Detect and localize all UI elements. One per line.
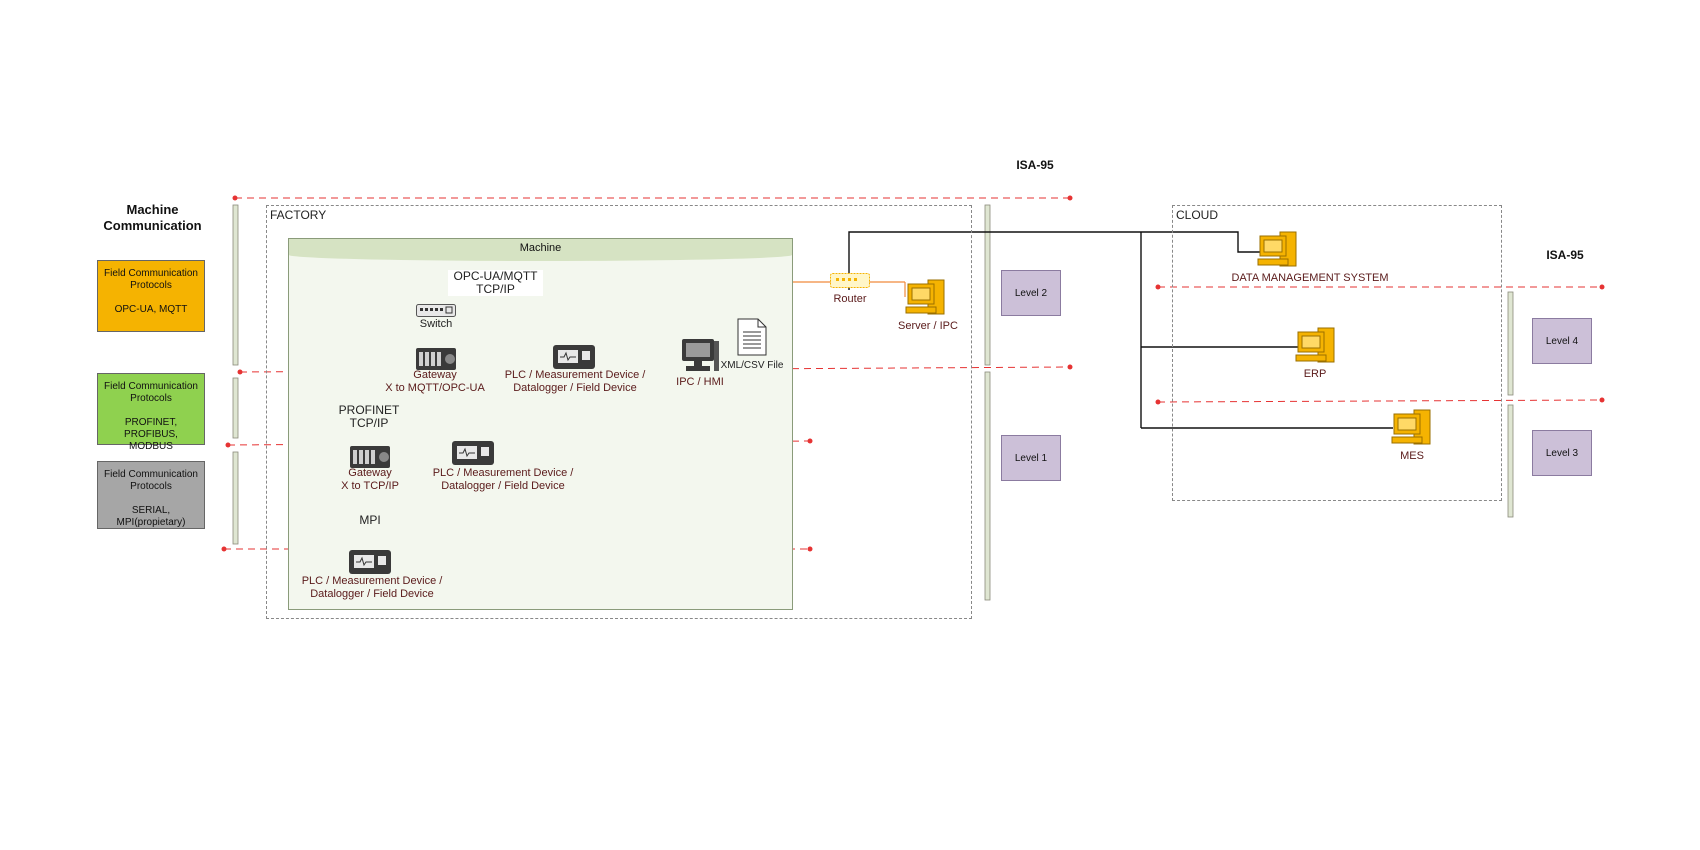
protocol-box-serial: Field Communication Protocols SERIAL, MP… bbox=[97, 461, 205, 529]
plc-device-icon[interactable] bbox=[553, 345, 595, 369]
plc-label-mid: PLC / Measurement Device / Datalogger / … bbox=[432, 467, 574, 492]
factory-boundary bbox=[266, 205, 972, 619]
plc-label-bottom: PLC / Measurement Device / Datalogger / … bbox=[301, 575, 443, 600]
mes-label: MES bbox=[1400, 450, 1424, 462]
level-2-box: Level 2 bbox=[1001, 270, 1061, 316]
machine-container: Machine bbox=[288, 238, 793, 610]
isa95-title-left: ISA-95 bbox=[1016, 158, 1054, 172]
profinet-label: PROFINET TCP/IP bbox=[338, 403, 400, 430]
plc-device-icon-mid[interactable] bbox=[452, 441, 494, 465]
opc-mqtt-label: OPC-UA/MQTT TCP/IP bbox=[448, 270, 543, 296]
switch-label: Switch bbox=[419, 318, 453, 330]
protocol-box-profinet: Field Communication Protocols PROFINET, … bbox=[97, 373, 205, 452]
isa95-title-right: ISA-95 bbox=[1546, 248, 1584, 262]
level-4-box: Level 4 bbox=[1532, 318, 1592, 364]
gateway-tcp-label: Gateway X to TCP/IP bbox=[341, 467, 399, 492]
protocol-box-opc: Field Communication Protocols OPC-UA, MQ… bbox=[97, 260, 205, 332]
plc-label-top: PLC / Measurement Device / Datalogger / … bbox=[504, 369, 646, 394]
cloud-title: CLOUD bbox=[1176, 208, 1219, 222]
cloud-boundary bbox=[1172, 205, 1502, 501]
machine-title: Machine bbox=[289, 239, 792, 261]
router-label: Router bbox=[833, 293, 867, 305]
xml-csv-label: XML/CSV File bbox=[720, 360, 784, 371]
level-3-box: Level 3 bbox=[1532, 430, 1592, 476]
factory-title: FACTORY bbox=[270, 208, 327, 222]
erp-label: ERP bbox=[1303, 368, 1327, 380]
router-icon[interactable] bbox=[830, 273, 870, 289]
mes-computer-icon[interactable] bbox=[1391, 409, 1432, 446]
server-ipc-label: Server / IPC bbox=[898, 320, 958, 332]
gateway-tcp-icon[interactable] bbox=[350, 446, 390, 468]
gateway-mqtt-label: Gateway X to MQTT/OPC-UA bbox=[385, 369, 485, 394]
mpi-label: MPI bbox=[354, 514, 386, 527]
monitor-icon[interactable] bbox=[680, 337, 720, 373]
ipc-hmi-label: IPC / HMI bbox=[676, 376, 724, 388]
server-computer-icon[interactable] bbox=[905, 279, 946, 316]
level-1-box: Level 1 bbox=[1001, 435, 1061, 481]
dms-label: DATA MANAGEMENT SYSTEM bbox=[1231, 272, 1389, 284]
switch-icon[interactable] bbox=[416, 304, 456, 318]
machine-communication-title: Machine Communication bbox=[103, 202, 202, 233]
dms-computer-icon[interactable] bbox=[1257, 231, 1298, 268]
document-icon[interactable] bbox=[737, 318, 767, 356]
gateway-icon[interactable] bbox=[416, 348, 456, 370]
plc-device-icon-bottom[interactable] bbox=[349, 550, 391, 574]
erp-computer-icon[interactable] bbox=[1295, 327, 1336, 364]
